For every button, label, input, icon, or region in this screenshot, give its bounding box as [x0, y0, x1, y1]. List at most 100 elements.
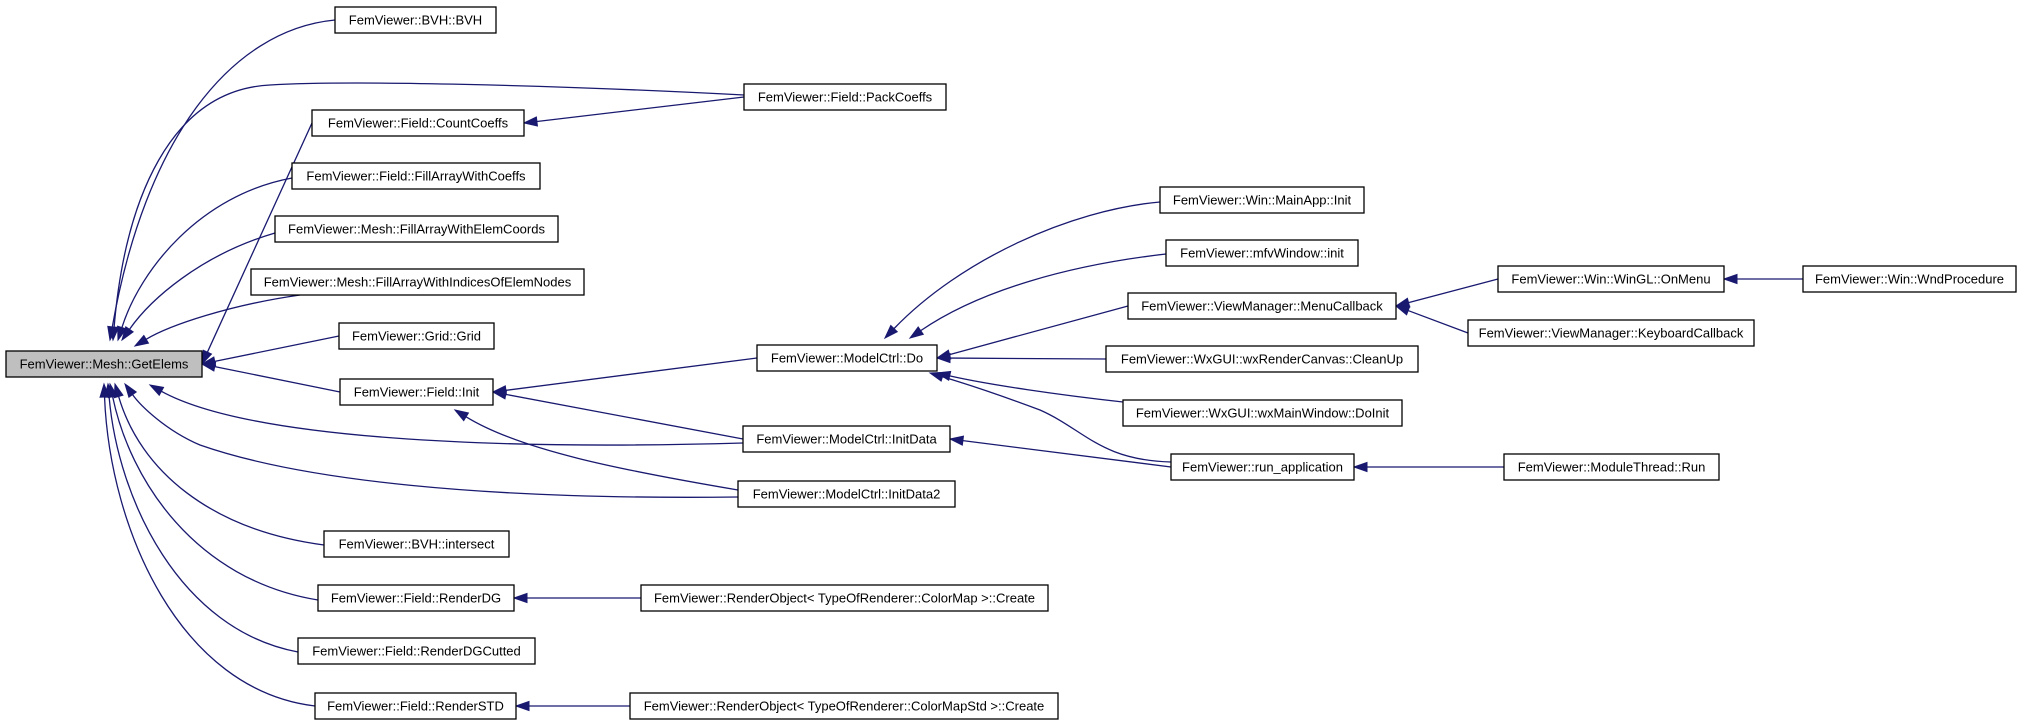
node-fillcoeffs[interactable]: FemViewer::Field::FillArrayWithCoeffs [291, 162, 541, 190]
node-box [629, 692, 1059, 720]
edge-initdata-to-fieldinit [505, 393, 744, 440]
node-box [1503, 453, 1720, 481]
edge-renderstd-to-getelems-arrowhead [99, 382, 110, 398]
edge-initdata-to-getelems-arrowhead [148, 384, 165, 397]
node-wndprocedure[interactable]: FemViewer::Win::WndProcedure [1802, 265, 2017, 293]
node-box [756, 344, 938, 372]
edge-initdata2-to-getelems [132, 394, 739, 498]
node-mainappinit[interactable]: FemViewer::Win::MainApp::Init [1159, 186, 1365, 214]
node-box [1467, 319, 1755, 347]
edge-fillcoeffs-to-getelems [121, 177, 293, 328]
node-label: FemViewer::mfvWindow::init [1180, 246, 1344, 261]
node-modelctrldo[interactable]: FemViewer::ModelCtrl::Do [756, 344, 938, 372]
edge-intersect-to-getelems [118, 396, 325, 546]
node-label: FemViewer::RenderObject< TypeOfRenderer:… [654, 591, 1035, 606]
node-box [311, 109, 525, 137]
node-initdata2[interactable]: FemViewer::ModelCtrl::InitData2 [737, 480, 956, 508]
node-keyboardcallback[interactable]: FemViewer::ViewManager::KeyboardCallback [1467, 319, 1755, 347]
node-label: FemViewer::Mesh::FillArrayWithIndicesOfE… [264, 275, 572, 290]
edge-colormapcreate-to-renderdg-arrowhead [512, 592, 528, 604]
edge-renderdg-to-getelems [112, 396, 319, 601]
node-label: FemViewer::ViewManager::KeyboardCallback [1479, 326, 1744, 341]
edge-mfvinit-to-modelctrldo [920, 253, 1167, 332]
edge-runapp-to-modelctrldo [942, 376, 1172, 463]
edge-keyboardcallback-to-menucallback-arrowhead [1394, 305, 1411, 316]
node-label: FemViewer::Win::WinGL::OnMenu [1511, 272, 1710, 287]
edge-mfvinit-to-modelctrldo-arrowhead [908, 326, 925, 339]
node-box [314, 692, 517, 720]
edge-keyboardcallback-to-menucallback [1407, 309, 1469, 334]
node-intersect[interactable]: FemViewer::BVH::intersect [323, 530, 510, 558]
node-colormapstdcreate[interactable]: FemViewer::RenderObject< TypeOfRenderer:… [629, 692, 1059, 720]
edge-cleanup-to-modelctrldo-arrowhead [935, 352, 951, 364]
node-renderdg[interactable]: FemViewer::Field::RenderDG [317, 584, 515, 612]
edge-initdata2-to-fieldinit-arrowhead [453, 409, 470, 422]
node-colormapcreate[interactable]: FemViewer::RenderObject< TypeOfRenderer:… [640, 584, 1049, 612]
node-label: FemViewer::Field::FillArrayWithCoeffs [306, 169, 526, 184]
node-fillindices[interactable]: FemViewer::Mesh::FillArrayWithIndicesOfE… [250, 268, 585, 296]
node-box [250, 268, 585, 296]
node-box [334, 6, 497, 34]
node-label: FemViewer::Field::RenderSTD [327, 699, 504, 714]
edge-fillindices-to-getelems-arrowhead [133, 334, 150, 347]
node-label: FemViewer::BVH::BVH [349, 13, 482, 28]
node-label: FemViewer::Mesh::GetElems [20, 357, 189, 372]
node-grid[interactable]: FemViewer::Grid::Grid [338, 322, 495, 350]
node-initdata[interactable]: FemViewer::ModelCtrl::InitData [742, 425, 951, 453]
edge-packcoeffs-to-countcoeffs [536, 96, 745, 123]
node-label: FemViewer::Grid::Grid [352, 329, 481, 344]
node-label: FemViewer::WxGUI::wxMainWindow::DoInit [1136, 406, 1390, 421]
node-mfvinit[interactable]: FemViewer::mfvWindow::init [1165, 239, 1359, 267]
node-label: FemViewer::Field::Init [354, 385, 480, 400]
node-label: FemViewer::Field::RenderDGCutted [312, 644, 521, 659]
node-label: FemViewer::ModelCtrl::InitData [756, 432, 937, 447]
node-renderstd[interactable]: FemViewer::Field::RenderSTD [314, 692, 517, 720]
edge-runapp-to-initdata [962, 439, 1172, 468]
node-packcoeffs[interactable]: FemViewer::Field::PackCoeffs [743, 83, 947, 111]
edge-colormapstdcreate-to-renderstd-arrowhead [514, 700, 530, 712]
node-runapp[interactable]: FemViewer::run_application [1170, 453, 1355, 481]
node-box [1170, 453, 1355, 481]
node-menucallback[interactable]: FemViewer::ViewManager::MenuCallback [1127, 292, 1397, 320]
node-doinit[interactable]: FemViewer::WxGUI::wxMainWindow::DoInit [1122, 399, 1403, 427]
node-box [291, 162, 541, 190]
node-box [737, 480, 956, 508]
node-box [1165, 239, 1359, 267]
edge-modelctrldo-to-fieldinit [505, 357, 758, 391]
node-fieldinit[interactable]: FemViewer::Field::Init [339, 378, 494, 406]
node-box [640, 584, 1049, 612]
node-box [1105, 345, 1419, 373]
node-fillelemcoords[interactable]: FemViewer::Mesh::FillArrayWithElemCoords [274, 215, 559, 243]
node-bvh_ctor[interactable]: FemViewer::BVH::BVH [334, 6, 497, 34]
edge-grid-to-getelems [214, 335, 340, 363]
node-label: FemViewer::ModuleThread::Run [1518, 460, 1706, 475]
node-renderdgcutted[interactable]: FemViewer::Field::RenderDGCutted [297, 637, 536, 665]
edge-countcoeffs-to-getelems-arrowhead [201, 349, 213, 366]
node-onmenu[interactable]: FemViewer::Win::WinGL::OnMenu [1497, 265, 1725, 293]
edge-bvh_ctor-to-getelems [111, 19, 336, 328]
node-modulethreadrun[interactable]: FemViewer::ModuleThread::Run [1503, 453, 1720, 481]
node-getelems[interactable]: FemViewer::Mesh::GetElems [5, 350, 203, 378]
node-label: FemViewer::Field::PackCoeffs [758, 90, 933, 105]
node-box [317, 584, 515, 612]
edge-cleanup-to-modelctrldo [949, 357, 1107, 360]
edge-renderdgcutted-to-getelems [108, 396, 299, 653]
edge-initdata-to-fieldinit-arrowhead [491, 389, 508, 400]
node-label: FemViewer::RenderObject< TypeOfRenderer:… [644, 699, 1045, 714]
node-box [323, 530, 510, 558]
node-box [297, 637, 536, 665]
edge-wndprocedure-to-onmenu-arrowhead [1722, 273, 1738, 285]
node-label: FemViewer::run_application [1182, 460, 1343, 475]
node-countcoeffs[interactable]: FemViewer::Field::CountCoeffs [311, 109, 525, 137]
node-label: FemViewer::ViewManager::MenuCallback [1141, 299, 1383, 314]
edge-modulethreadrun-to-runapp-arrowhead [1352, 461, 1368, 473]
edge-initdata-to-getelems [161, 390, 744, 446]
node-label: FemViewer::BVH::intersect [339, 537, 495, 552]
node-label: FemViewer::ModelCtrl::InitData2 [753, 487, 941, 502]
edge-countcoeffs-to-getelems [206, 122, 313, 353]
node-box [5, 350, 203, 378]
node-box [338, 322, 495, 350]
edge-menucallback-to-modelctrldo [949, 305, 1129, 356]
node-cleanup[interactable]: FemViewer::WxGUI::wxRenderCanvas::CleanU… [1105, 345, 1419, 373]
